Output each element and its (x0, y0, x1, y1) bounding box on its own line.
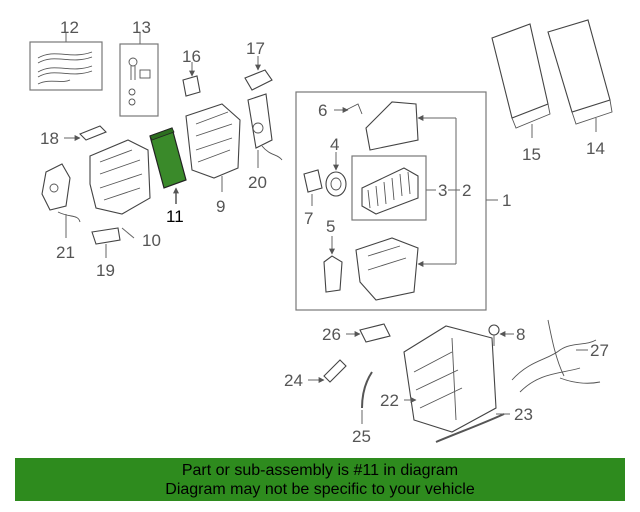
callout-7: 7 (304, 209, 313, 228)
part-12-hose-set[interactable] (29, 41, 103, 91)
callout-27: 27 (590, 341, 609, 360)
part-27-harness[interactable] (511, 319, 601, 393)
part-3-evaporator-core[interactable] (361, 167, 419, 215)
callout-24: 24 (284, 371, 303, 390)
callout-19: 19 (96, 261, 115, 280)
callout-5: 5 (326, 217, 335, 236)
part-23-seal[interactable] (435, 413, 505, 443)
callout-17: 17 (246, 39, 265, 58)
callout-18: 18 (40, 129, 59, 148)
banner-line-1: Part or sub-assembly is #11 in diagram (181, 462, 459, 479)
part-15-panel[interactable] (491, 23, 551, 129)
part-26-duct[interactable] (359, 323, 391, 343)
callout-14: 14 (586, 139, 605, 158)
callout-15: 15 (522, 145, 541, 164)
part-17-bracket[interactable] (244, 69, 273, 91)
callout-10: 10 (142, 231, 161, 250)
part-21-actuator[interactable] (41, 163, 81, 223)
callout-2: 2 (462, 181, 471, 200)
part-24-drain[interactable] (323, 359, 347, 383)
part-7-resistor[interactable] (303, 169, 323, 193)
part-14-panel[interactable] (547, 19, 613, 125)
callout-23: 23 (514, 405, 533, 424)
callout-21: 21 (56, 243, 75, 262)
part-22-hvac-case[interactable] (403, 325, 497, 433)
part-18-clip[interactable] (79, 125, 107, 141)
callout-20: 20 (248, 173, 267, 192)
part-16-clip[interactable] (182, 75, 201, 97)
callout-13: 13 (132, 18, 151, 37)
part-4-blower-motor[interactable] (325, 171, 347, 197)
part-10-case-half[interactable] (89, 139, 151, 215)
part-9-heater-case[interactable] (185, 103, 241, 179)
part-8-sensor[interactable] (488, 324, 500, 346)
banner-line-2: Diagram may not be specific to your vehi… (165, 481, 475, 498)
part-6-upper-housing[interactable] (345, 101, 419, 151)
callout-8: 8 (516, 325, 525, 344)
part-20-linkage[interactable] (247, 93, 283, 161)
callout-3: 3 (438, 181, 447, 200)
callout-4: 4 (330, 135, 339, 154)
part-25-tube[interactable] (361, 371, 373, 409)
callout-16: 16 (182, 47, 201, 66)
callout-22: 22 (380, 391, 399, 410)
callout-25: 25 (352, 427, 371, 446)
part-5-sensor[interactable] (323, 255, 343, 293)
callout-1: 1 (502, 191, 511, 210)
callout-9: 9 (216, 197, 225, 216)
info-banner: Part or sub-assembly is #11 in diagram D… (15, 458, 625, 501)
part-19-bracket[interactable] (91, 227, 121, 245)
callout-12: 12 (60, 18, 79, 37)
callout-6: 6 (318, 101, 327, 120)
callout-26: 26 (322, 325, 341, 344)
callout-11: 11 (166, 207, 184, 226)
part-lower-housing[interactable] (355, 237, 419, 301)
parts-diagram: 12 13 16 17 18 21 10 (29, 18, 613, 446)
part-13-hardware-kit[interactable] (119, 43, 159, 117)
part-11-cabin-air-filter[interactable] (149, 127, 187, 189)
